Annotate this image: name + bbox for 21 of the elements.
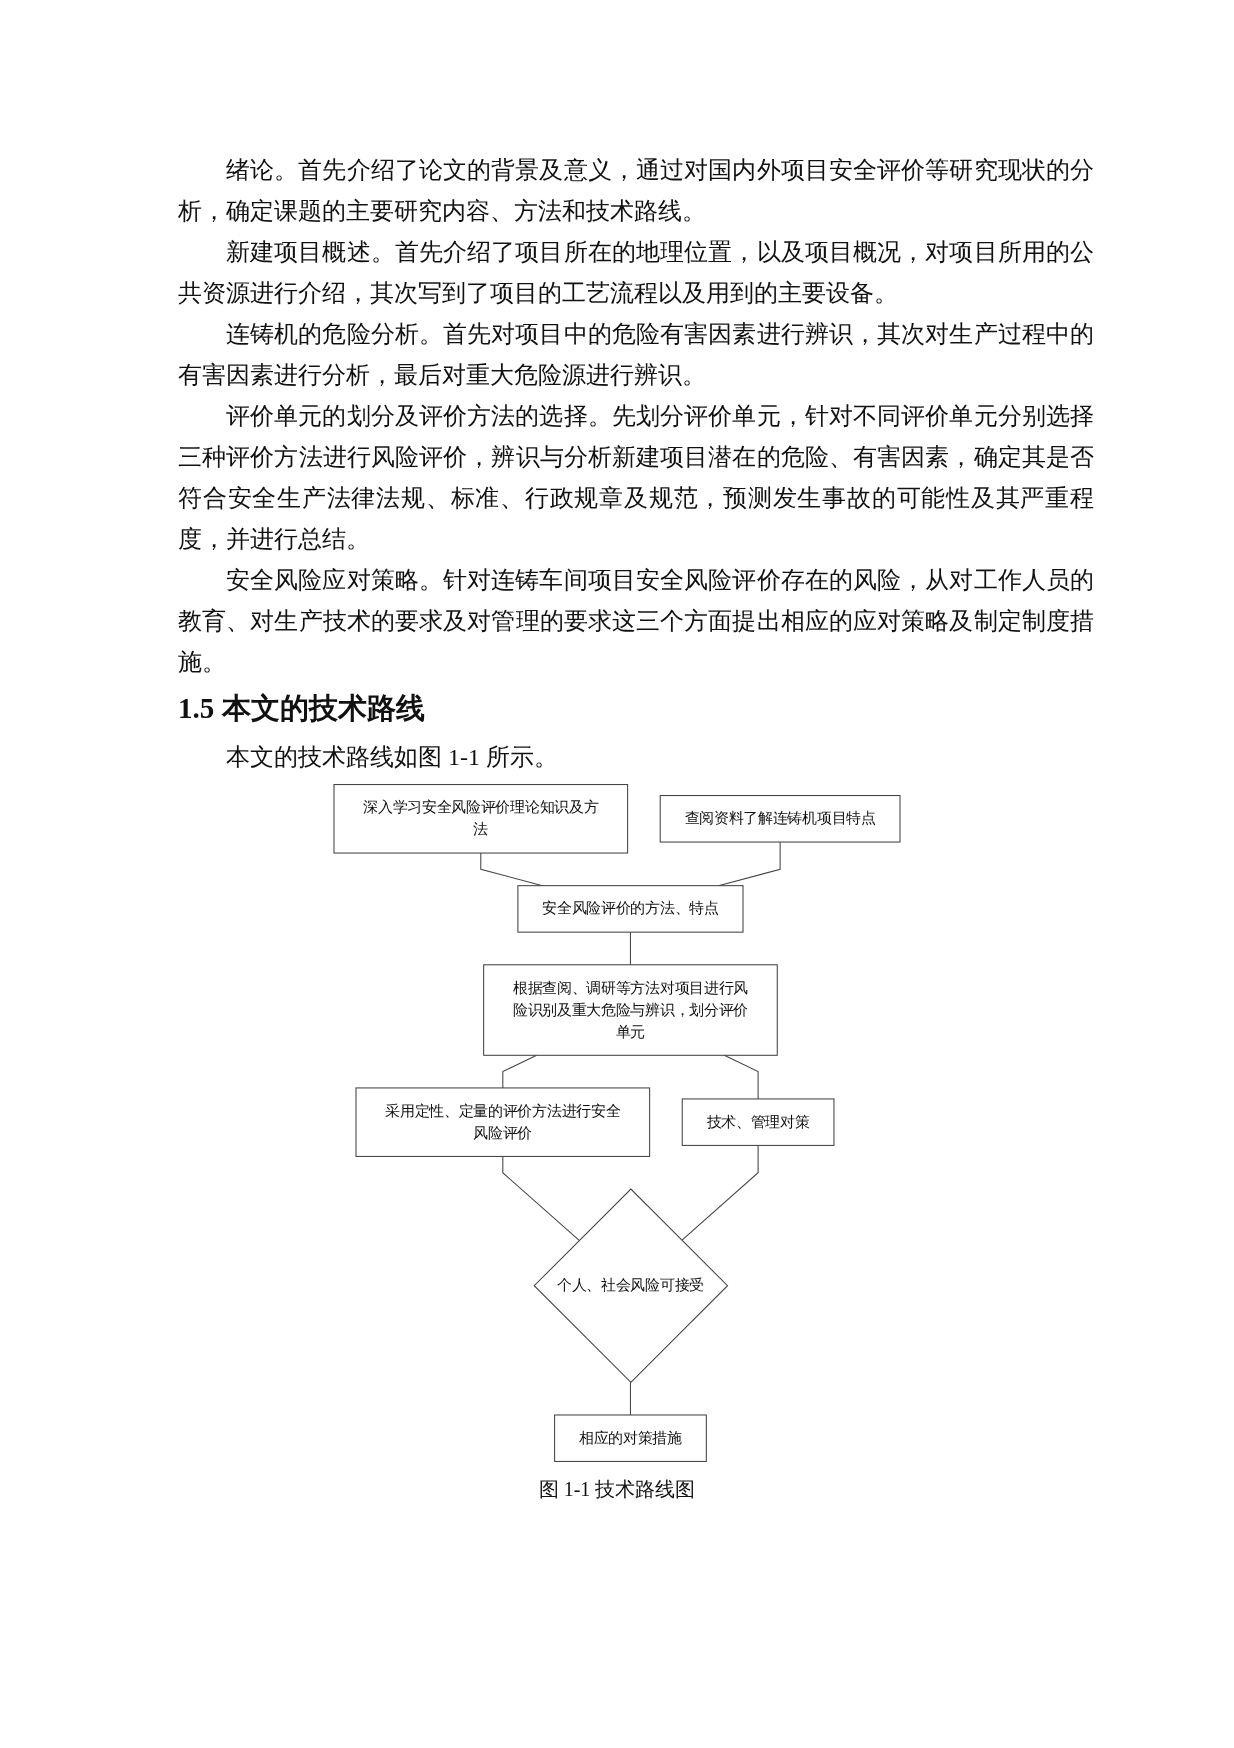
connector — [502, 1155, 580, 1241]
body-paragraph: 评价单元的划分及评价方法的选择。先划分评价单元，针对不同评价单元分别选择三种评价方法进行风险评价，辨识与分析新建项目潜在的危险、有害因素，确定其是否符合安全生产法律法规、标准、行政规章及规范，预测发生事故的可能性及其严重程度，并进行总结。 — [178, 402, 1094, 554]
node-box — [483, 964, 778, 1056]
figure-caption: 图 1-1 技术路线图 — [537, 1477, 697, 1502]
body-paragraph: 连铸机的危险分析。首先对项目中的危险有害因素进行辨识，其次对生产过程中的有害因素进行分析，最后对重大危险源进行辨识。 — [178, 320, 1094, 390]
body-paragraph: 新建项目概述。首先介绍了项目所在的地理位置，以及项目概况，对项目所用的公共资源进行介绍，其次写到了项目的工艺流程以及用到的主要设备。 — [178, 238, 1094, 308]
node-box — [554, 1414, 707, 1462]
node-box — [517, 885, 744, 933]
node-box — [681, 1098, 835, 1146]
connector — [681, 1144, 759, 1241]
body-paragraph: 安全风险应对策略。针对连铸车间项目安全风险评价存在的风险，从对工作人员的教育、对生产技术的要求及对管理的要求这三个方面提出相应的应对策略及制定制度措施。 — [178, 566, 1094, 677]
flowchart-diagram: 深入学习安全风险评价理论知识及方法 查阅资料了解连铸机项目特点 安全风险评价的方法、特点 根据查阅、调研等方法对项目进行风险识别及重大危险与辨识，划分评价单元 采用定性、定量的评价方法进行安全风险评价 技术、管理对策 个人、社会风险可接受 相应的对策措施 — [227, 778, 1007, 1468]
node-diamond — [533, 1188, 729, 1384]
body-paragraph: 本文的技术路线如图 1-1 所示。 — [225, 743, 559, 772]
node-box — [355, 1087, 651, 1157]
connector — [629, 1381, 631, 1416]
body-paragraph: 绪论。首先介绍了论文的背景及意义，通过对国内外项目安全评价等研究现状的分析，确定课题的主要研究内容、方法和技术路线。 — [178, 156, 1094, 226]
section-heading: 1.5 本文的技术路线 — [178, 691, 426, 726]
node-box — [333, 784, 629, 854]
connector — [629, 931, 631, 966]
node-box — [659, 795, 901, 843]
